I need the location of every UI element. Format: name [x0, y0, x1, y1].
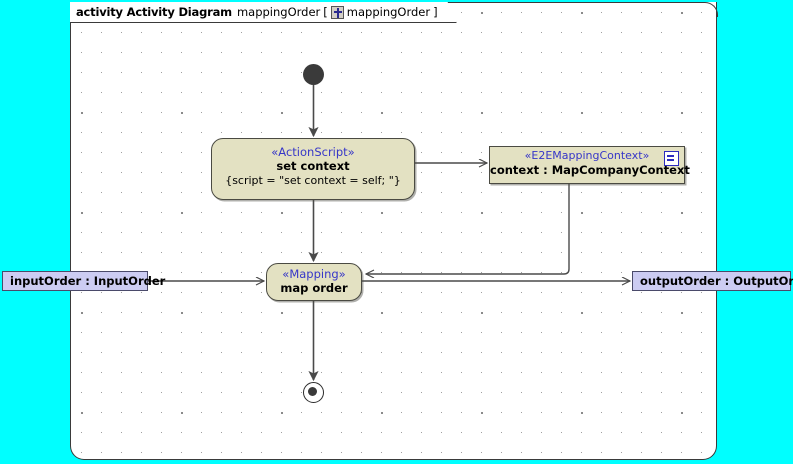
pin-input-order-label: inputOrder : InputOrder — [10, 274, 166, 288]
object-node-context[interactable]: «E2EMappingContext» context : MapCompany… — [489, 146, 690, 184]
object-node-context-name: context : MapCompanyContext — [490, 163, 690, 177]
pin-output-order[interactable]: outputOrder : OutputOrder — [632, 271, 793, 291]
frame-name: mappingOrder — [236, 5, 321, 19]
final-node[interactable] — [303, 382, 324, 403]
frame-keyword: activity Activity Diagram — [76, 5, 232, 19]
action-map-order-name: map order — [280, 281, 348, 295]
object-note-icon — [664, 151, 679, 166]
action-map-order[interactable]: «Mapping» map order — [266, 263, 362, 301]
grid-major-marks — [71, 2, 716, 459]
action-set-context-name: set context — [276, 159, 350, 173]
pin-input-order[interactable]: inputOrder : InputOrder — [2, 271, 165, 291]
frame-label-tab[interactable]: activity Activity Diagram mappingOrder [… — [70, 2, 457, 23]
activity-diagram-icon — [331, 6, 344, 19]
frame-bracket-close: ] — [433, 5, 438, 19]
frame-top-border — [420, 2, 704, 3]
action-set-context-stereotype: «ActionScript» — [271, 145, 355, 159]
pin-output-order-label: outputOrder : OutputOrder — [640, 274, 793, 288]
object-node-context-stereotype: «E2EMappingContext» — [524, 149, 650, 162]
frame-bracket-open: [ — [323, 5, 328, 19]
action-map-order-stereotype: «Mapping» — [282, 267, 346, 281]
frame-qualifier: mappingOrder — [346, 5, 431, 19]
action-set-context[interactable]: «ActionScript» set context {script = "se… — [211, 138, 415, 200]
action-set-context-script: {script = "set context = self; "} — [225, 174, 401, 187]
diagram-frame — [70, 2, 717, 460]
initial-node[interactable] — [303, 64, 324, 85]
